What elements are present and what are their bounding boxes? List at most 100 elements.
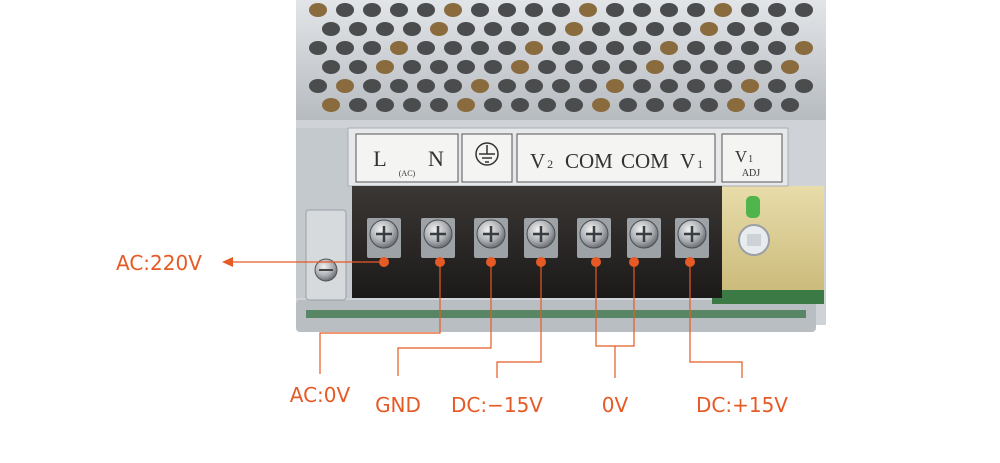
vent-hole (633, 3, 651, 17)
marker-v2 (536, 257, 546, 267)
vent-hole (768, 41, 786, 55)
vent-hole (741, 3, 759, 17)
vent-hole (754, 98, 772, 112)
vent-hole (565, 22, 583, 36)
ground-symbol-icon (475, 142, 499, 166)
vent-hole (376, 98, 394, 112)
vent-hole (619, 60, 637, 74)
vent-hole (484, 60, 502, 74)
vent-hole (687, 79, 705, 93)
vent-hole (552, 41, 570, 55)
terminal-block (352, 186, 722, 298)
leader-gnd (397, 262, 492, 376)
vent-hole (579, 79, 597, 93)
callout-0v: 0V (602, 393, 629, 417)
vent-hole (538, 60, 556, 74)
vent-hole (403, 22, 421, 36)
vent-hole (538, 22, 556, 36)
vent-hole (781, 22, 799, 36)
vent-hole (687, 41, 705, 55)
vent-hole (754, 60, 772, 74)
terminal-screw (524, 218, 558, 258)
marker-com-2 (629, 257, 639, 267)
callout-ac-220v: AC:220V (116, 251, 202, 275)
vent-hole (781, 98, 799, 112)
vent-hole (673, 22, 691, 36)
vent-hole (727, 22, 745, 36)
vent-hole (484, 98, 502, 112)
callout-lines (222, 257, 743, 378)
vent-hole (430, 22, 448, 36)
vent-hole (525, 41, 543, 55)
vent-hole (700, 98, 718, 112)
leader-dc-minus-15v (496, 262, 542, 378)
vent-hole (376, 22, 394, 36)
vent-hole (673, 98, 691, 112)
vent-hole (673, 60, 691, 74)
terminal-screw (474, 218, 508, 258)
vent-hole (795, 41, 813, 55)
vent-hole (336, 41, 354, 55)
vent-hole (741, 79, 759, 93)
vent-hole (336, 3, 354, 17)
vent-hole (592, 22, 610, 36)
vent-hole (457, 98, 475, 112)
vent-hole (457, 60, 475, 74)
ventilation-grille (309, 3, 813, 112)
mounting-screw (314, 258, 338, 282)
vent-hole (322, 22, 340, 36)
vent-hole (471, 3, 489, 17)
vent-hole (376, 60, 394, 74)
vent-hole (349, 22, 367, 36)
callout-ac-0v: AC:0V (290, 383, 351, 407)
vent-hole (660, 41, 678, 55)
vent-hole (700, 22, 718, 36)
vent-hole (322, 60, 340, 74)
vent-hole (565, 60, 583, 74)
vent-hole (498, 3, 516, 17)
vent-hole (525, 79, 543, 93)
vent-hole (579, 3, 597, 17)
vent-hole (660, 3, 678, 17)
label-v1-adj: V1 (735, 147, 753, 166)
label-ac: (AC) (399, 169, 416, 178)
vent-hole (511, 98, 529, 112)
callout-dc-plus-15v: DC:+15V (696, 393, 788, 417)
vent-hole (619, 22, 637, 36)
label-com-2: COM (621, 149, 669, 173)
vent-hole (403, 98, 421, 112)
vent-hole (363, 3, 381, 17)
vent-hole (795, 79, 813, 93)
vent-hole (511, 60, 529, 74)
callout-dc-minus-15v: DC:−15V (451, 393, 543, 417)
vent-hole (525, 3, 543, 17)
vent-hole (633, 41, 651, 55)
label-l: L (373, 146, 386, 171)
vent-hole (565, 98, 583, 112)
vent-hole (390, 41, 408, 55)
vent-hole (727, 60, 745, 74)
vent-hole (606, 79, 624, 93)
label-com-1: COM (565, 149, 613, 173)
vent-hole (430, 60, 448, 74)
leader-ac-0v (319, 262, 441, 374)
vent-hole (498, 79, 516, 93)
vent-hole (349, 60, 367, 74)
vent-hole (309, 79, 327, 93)
vent-hole (552, 3, 570, 17)
vent-hole (646, 60, 664, 74)
vent-hole (592, 98, 610, 112)
vent-hole (781, 60, 799, 74)
terminal-screw (577, 218, 611, 258)
arrowhead-ac-220v (222, 257, 233, 267)
vent-hole (646, 98, 664, 112)
green-led (746, 196, 760, 218)
vent-hole (309, 41, 327, 55)
vent-hole (444, 3, 462, 17)
vent-hole (417, 3, 435, 17)
vent-hole (592, 60, 610, 74)
vent-hole (498, 41, 516, 55)
